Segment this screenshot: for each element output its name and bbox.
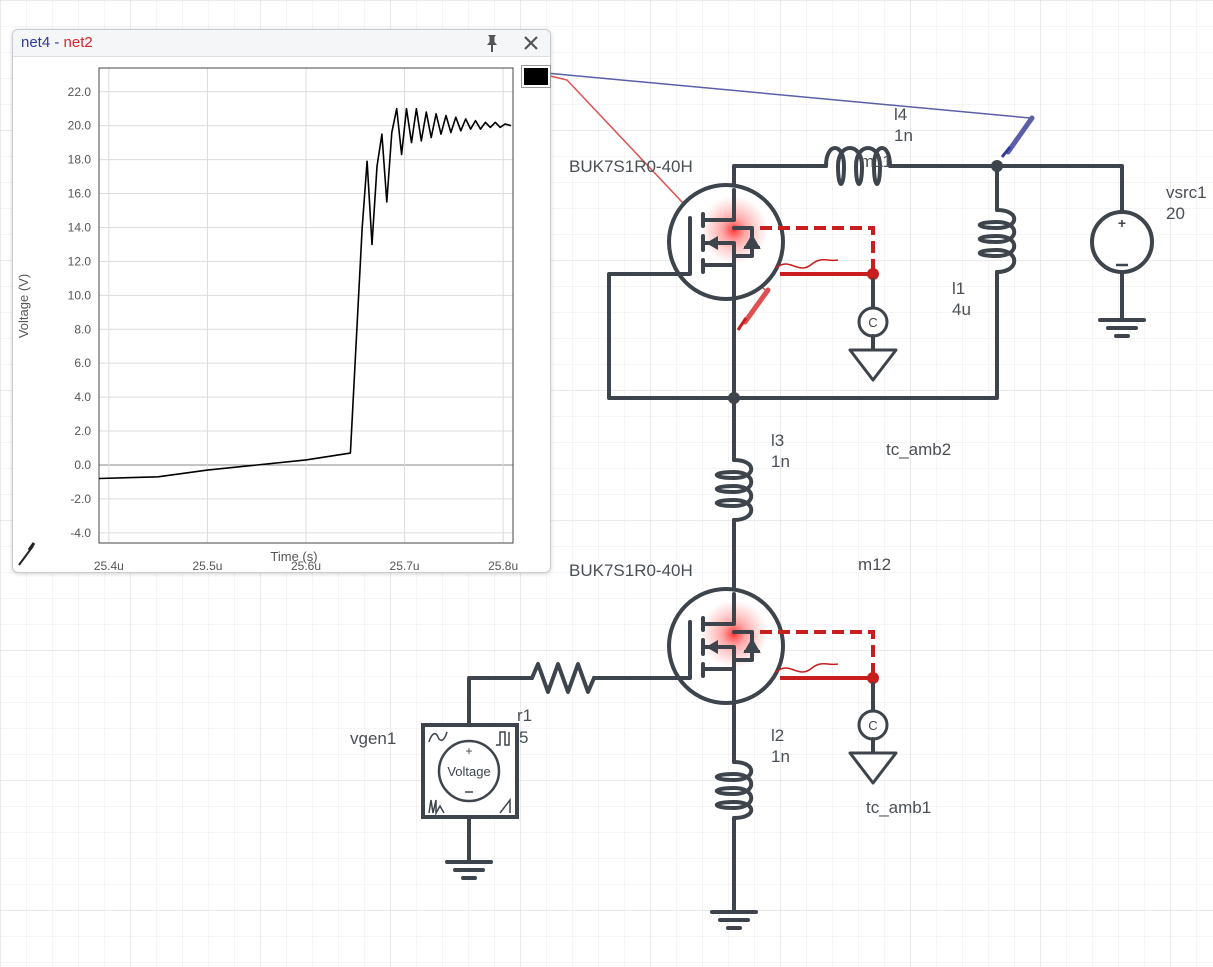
probe-icon[interactable] [18, 542, 36, 566]
inductor-l3[interactable] [714, 458, 754, 522]
label-l4-value: 1n [894, 126, 913, 145]
voltage-generator-vgen1[interactable]: + [421, 723, 519, 819]
label-mosfet-top: BUK7S1R0-40H [569, 157, 693, 176]
top-wires [607, 164, 1124, 462]
junction-mid[interactable] [728, 392, 740, 404]
plot-window-title: net4 - net2 [21, 34, 93, 51]
y-tick-label: 18.0 [68, 153, 92, 167]
y-tick-label: 12.0 [68, 254, 92, 268]
close-icon[interactable] [521, 33, 541, 53]
y-tick-label: 0.0 [74, 458, 91, 472]
label-vgen-text: Voltage [447, 764, 490, 779]
label-mosfet-bottom: BUK7S1R0-40H [569, 561, 693, 580]
x-tick-label: 25.4u [94, 559, 124, 572]
y-tick-label: 16.0 [68, 187, 92, 201]
label-vsrc1-value: 20 [1166, 204, 1185, 223]
y-tick-label: 10.0 [68, 288, 92, 302]
y-tick-label: 8.0 [74, 322, 91, 336]
ground-icon-vsrc1 [1098, 318, 1146, 338]
label-r1-name: r1 [517, 706, 532, 725]
label-l2-value: 1n [771, 747, 790, 766]
x-tick-labels: 25.4u 25.5u 25.6u 25.7u 25.8u [94, 559, 518, 572]
inductor-l4[interactable] [824, 146, 892, 186]
y-axis-label: Voltage (V) [16, 274, 31, 338]
label-cap-bottom: C [868, 718, 877, 733]
x-axis-label: Time (s) [270, 549, 317, 564]
junction-top[interactable] [991, 160, 1003, 172]
label-m11: m11 [860, 152, 892, 171]
y-tick-label: -2.0 [70, 492, 91, 506]
probe-net4-icon[interactable] [1000, 115, 1035, 158]
label-l4-name: l4 [894, 105, 907, 124]
y-tick-labels: 22.0 20.0 18.0 16.0 14.0 12.0 10.0 8.0 6.0 4.0 2.0… [68, 85, 92, 540]
label-m12: m12 [858, 555, 891, 574]
x-tick-label: 25.6u [291, 559, 321, 572]
plot-window-header[interactable]: net4 - net2 [13, 30, 550, 57]
label-tc-amb2: tc_amb2 [886, 440, 951, 459]
y-tick-label: -4.0 [70, 526, 91, 540]
svg-text:+: + [1118, 215, 1126, 231]
x-tick-label: 25.7u [390, 559, 420, 572]
probe-net2-icon[interactable] [736, 287, 771, 331]
chart-series [98, 107, 512, 480]
label-l1-name: l1 [952, 279, 965, 298]
voltage-source-vsrc1[interactable]: + [1090, 210, 1154, 274]
voltage-chart[interactable]: 22.0 20.0 18.0 16.0 14.0 12.0 10.0 8.0 6.0 4.0 2.0… [13, 56, 550, 572]
plot-title-separator: - [50, 34, 64, 51]
trace-color-swatch[interactable] [521, 65, 551, 88]
label-l3-name: l3 [771, 431, 784, 450]
mosfet-top[interactable] [666, 183, 785, 301]
label-l2-name: l2 [771, 726, 784, 745]
series-line-0 [98, 107, 512, 480]
plot-title-net-b: net2 [63, 34, 93, 51]
svg-text:+: + [465, 744, 472, 758]
label-l3-value: 1n [771, 452, 790, 471]
label-r1-value: 5 [519, 728, 528, 747]
y-tick-label: 22.0 [68, 85, 92, 99]
label-cap-top: C [868, 315, 877, 330]
y-tick-label: 2.0 [74, 424, 91, 438]
label-vsrc1-name: vsrc1 [1166, 183, 1207, 202]
plot-window[interactable]: net4 - net2 22.0 20.0 18.0 16.0 14.0 12.0 10.0… [12, 29, 551, 573]
ground-icon-vgen1 [445, 860, 493, 880]
label-l1-value: 4u [952, 300, 971, 319]
pin-icon[interactable] [482, 33, 502, 53]
mosfet-bottom[interactable] [666, 587, 785, 705]
y-tick-label: 4.0 [74, 390, 91, 404]
x-tick-label: 25.8u [488, 559, 518, 572]
thermal-connection-top[interactable] [760, 226, 898, 382]
y-tick-label: 14.0 [68, 220, 92, 234]
inductor-l2[interactable] [714, 760, 754, 820]
chart-frame [98, 67, 514, 544]
plot-title-net-a: net4 [21, 34, 51, 51]
chart-grid [99, 68, 513, 543]
inductor-l1[interactable] [977, 208, 1017, 274]
thermal-connection-bottom[interactable] [760, 630, 898, 785]
x-tick-label: 25.5u [192, 559, 222, 572]
label-vgen1: vgen1 [350, 729, 396, 748]
resistor-r1[interactable] [530, 662, 596, 694]
y-tick-label: 6.0 [74, 356, 91, 370]
ground-icon-bottom [710, 910, 758, 930]
y-tick-label: 20.0 [68, 119, 92, 133]
label-tc-amb1: tc_amb1 [866, 798, 931, 817]
